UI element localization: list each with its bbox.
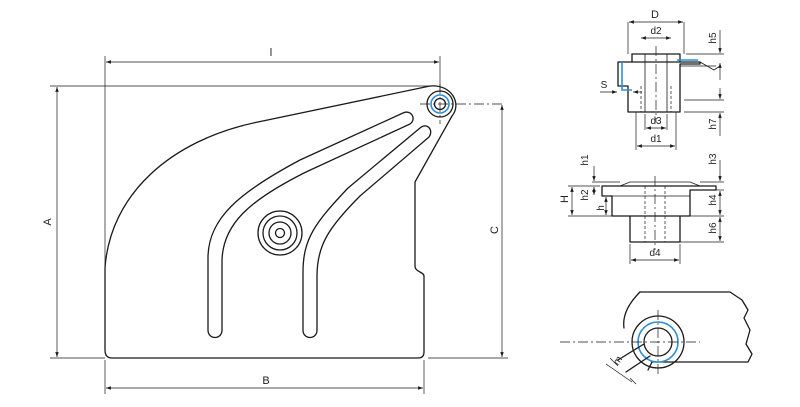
bushing-flange — [617, 61, 701, 113]
label-flange-height: h5 — [708, 32, 719, 44]
pivot-bushing — [420, 84, 505, 124]
label-outer-diameter: D — [651, 9, 659, 21]
center-bushing — [257, 210, 303, 256]
detail-plate-outline — [639, 291, 753, 363]
label-bore-lower: d3 — [650, 116, 662, 127]
plate-outline — [104, 85, 457, 359]
side-boss — [629, 215, 681, 243]
dim-length: l — [104, 47, 441, 268]
label-top: h1 — [580, 154, 591, 166]
label-length: l — [270, 47, 272, 59]
label-lower-height: h7 — [708, 118, 719, 130]
label-wall: S — [601, 80, 608, 91]
side-plate — [601, 185, 717, 217]
detail-view: m — [560, 291, 753, 385]
left-slot — [207, 111, 414, 339]
label-bore-upper: d2 — [650, 26, 662, 37]
label-lower-right: h6 — [708, 222, 719, 234]
label-boss-diameter: d4 — [649, 248, 661, 259]
side-section: h1 H h2 h h3 h4 h6 d4 — [559, 153, 724, 264]
label-step: h2 — [580, 189, 591, 201]
label-height-pivot: C — [489, 226, 501, 234]
bushing-section: D d2 h5 S d3 d1 h7 — [600, 9, 724, 150]
dim-height-total: A — [42, 85, 432, 359]
label-mid-right: h4 — [708, 194, 719, 206]
dim-base-width: B — [104, 360, 425, 394]
label-upper-right: h3 — [708, 153, 719, 165]
label-base-width: B — [262, 375, 269, 387]
label-inner-diameter: d1 — [650, 134, 662, 145]
label-plate: h — [596, 205, 607, 211]
label-height-total: A — [42, 218, 54, 226]
label-overall: H — [559, 195, 571, 203]
right-slot — [302, 125, 432, 339]
dim-height-pivot: C — [428, 105, 508, 359]
main-view: l A B C — [42, 47, 508, 394]
